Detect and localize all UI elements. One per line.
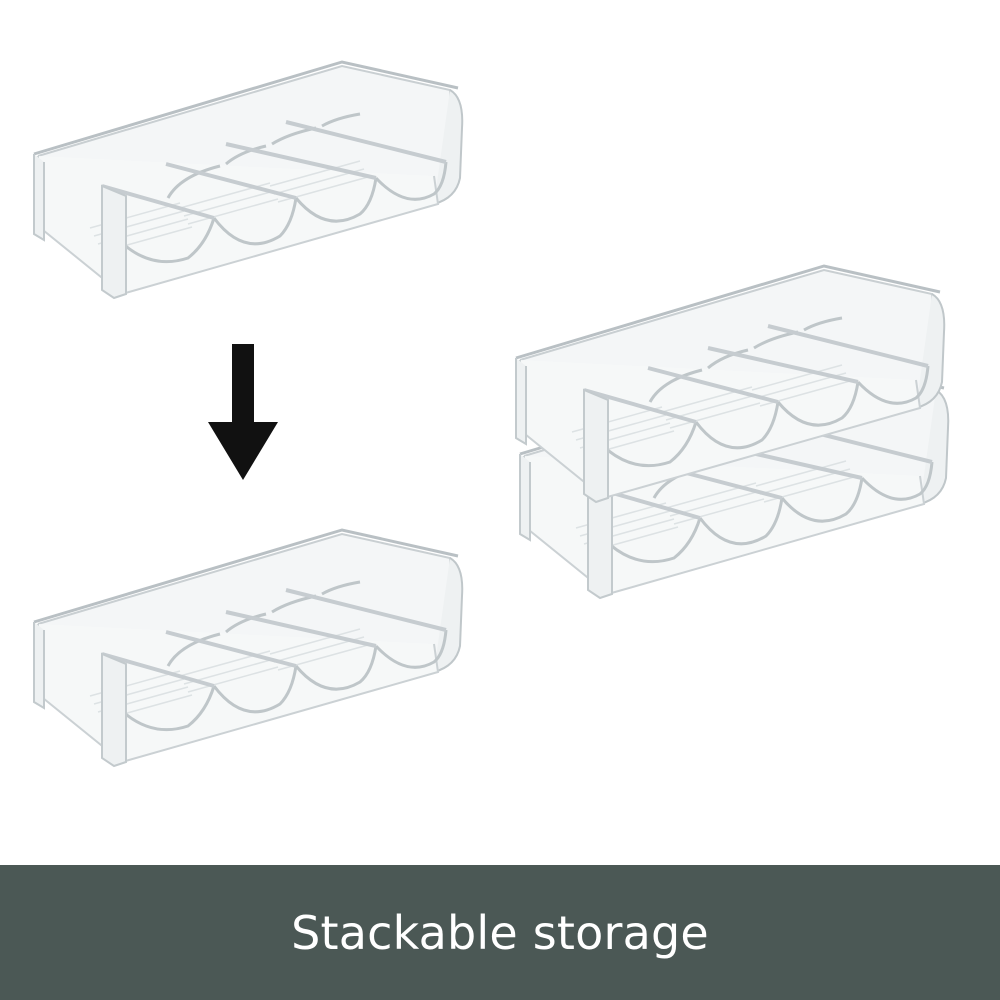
single-rack-top (32, 60, 465, 300)
caption-banner: Stackable storage (0, 865, 1000, 1000)
product-scene (32, 60, 951, 768)
single-rack-bottom (32, 528, 465, 768)
stacked-rack-upper (514, 264, 947, 504)
arrow-down-icon (208, 344, 278, 480)
caption-text: Stackable storage (291, 905, 709, 960)
